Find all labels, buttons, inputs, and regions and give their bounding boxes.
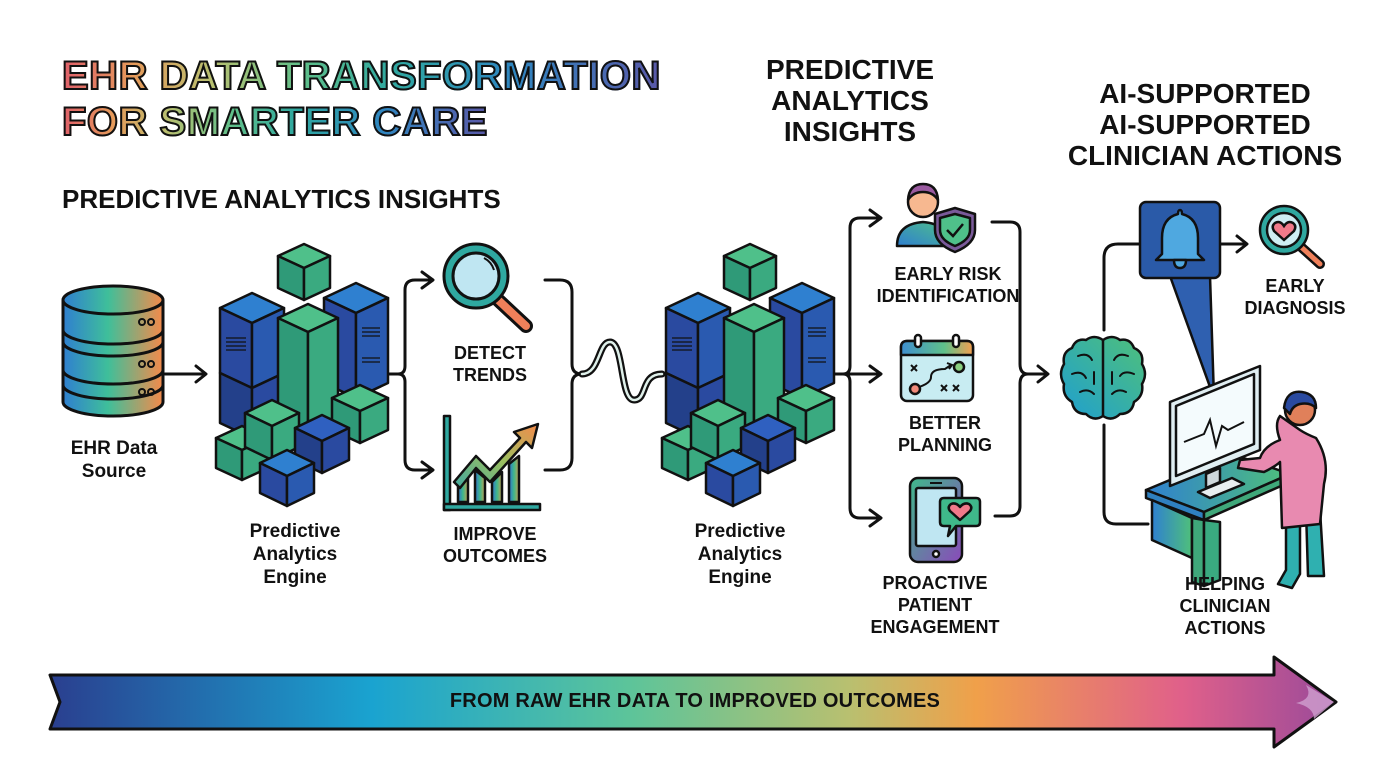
detect-trends-label: DETECT TRENDS — [452, 343, 527, 385]
middle-heading-line-1: PREDICTIVE — [765, 54, 935, 85]
person-shield-icon — [895, 182, 977, 254]
early-risk-label: EARLY RISK IDENTIFICATION — [876, 264, 1020, 306]
right-heading-line-2: AI-SUPPORTED — [1099, 109, 1311, 140]
growth-chart-icon — [442, 414, 542, 512]
improve-outcomes-label: IMPROVE OUTCOMES — [442, 524, 547, 566]
middle-heading-line-2: ANALYTICS — [771, 85, 929, 116]
brain-icon — [1059, 335, 1147, 420]
right-heading-line-1: AI-SUPPORTED — [1099, 78, 1311, 109]
right-heading-line-3: CLINICIAN ACTIONS — [1067, 140, 1343, 171]
bell-icon — [1138, 200, 1222, 400]
main-title-line-2: FOR SMARTER CARE — [61, 99, 488, 145]
main-title-line-1: EHR DATA TRANSFORMATION — [61, 53, 661, 99]
database-icon — [61, 284, 165, 418]
progress-banner-arrow — [48, 655, 1338, 749]
heart-magnifier-icon — [1258, 204, 1325, 269]
server-cubes-icon — [214, 242, 390, 508]
server-cubes-icon-2 — [660, 242, 836, 508]
banner-text: FROM RAW EHR DATA TO IMPROVED OUTCOMES — [449, 690, 941, 712]
left-section-heading: PREDICTIVE ANALYTICS INSIGHTS — [62, 184, 501, 214]
middle-heading-line-3: INSIGHTS — [783, 116, 917, 147]
right-section-heading: AI-SUPPORTED AI-SUPPORTED CLINICIAN ACTI… — [1060, 78, 1350, 171]
clinician-actions-label: HELPING CLINICIAN ACTIONS — [1179, 574, 1271, 638]
engine-1-label: Predictive Analytics Engine — [249, 521, 341, 588]
engine-2-label: Predictive Analytics Engine — [694, 521, 786, 588]
proactive-engagement-label: PROACTIVE PATIENT ENGAGEMENT — [870, 573, 1000, 637]
middle-section-heading: PREDICTIVE ANALYTICS INSIGHTS — [745, 54, 955, 147]
early-diagnosis-label: EARLY DIAGNOSIS — [1244, 276, 1346, 318]
clinician-workstation-icon — [1144, 364, 1327, 590]
phone-heart-icon — [908, 476, 982, 564]
data-source-label: EHR Data Source — [70, 438, 158, 482]
magnifier-icon — [442, 242, 533, 333]
calendar-plan-icon — [899, 333, 975, 403]
better-planning-label: BETTER PLANNING — [898, 413, 992, 455]
